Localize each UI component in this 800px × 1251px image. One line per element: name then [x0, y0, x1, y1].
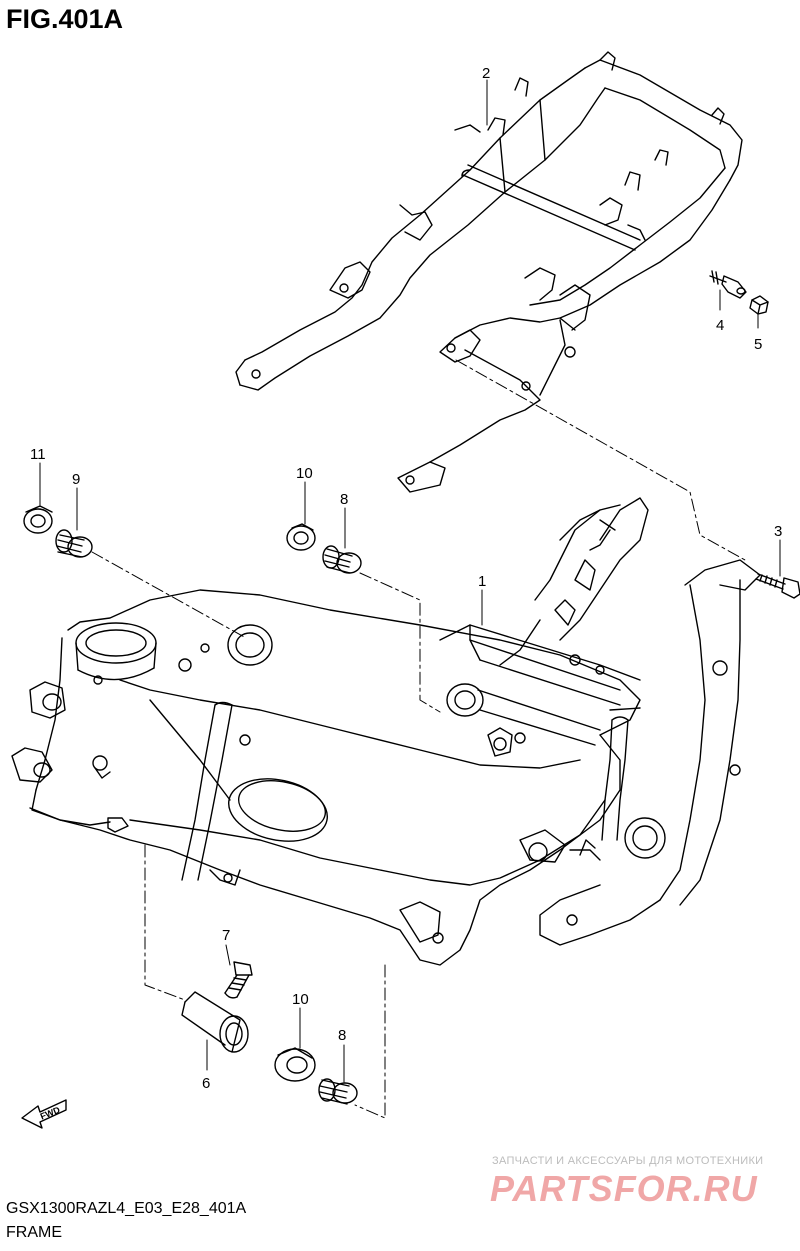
spring-collar-part-8-lower[interactable]: [318, 1078, 358, 1105]
spring-collar-part-9[interactable]: [55, 529, 93, 558]
callout-10-upper: 10: [296, 465, 313, 482]
callout-9: 9: [72, 471, 80, 488]
watermark-logo: PARTSFOR.RU: [490, 1168, 758, 1209]
callout-leaders: [39, 79, 781, 1083]
assembly-guide-lines: [91, 359, 746, 1119]
figure-title: FIG.401A: [6, 4, 124, 34]
nut-part-5[interactable]: [749, 295, 769, 315]
callout-7: 7: [222, 927, 230, 944]
fwd-arrow-icon: FWD: [21, 1099, 67, 1129]
callout-5: 5: [754, 336, 762, 353]
callout-11: 11: [30, 446, 46, 463]
main-frame-part-1[interactable]: [11, 497, 761, 966]
callout-1: 1: [478, 573, 486, 590]
screw-part-7[interactable]: [224, 961, 253, 999]
collar-part-11[interactable]: [23, 505, 53, 534]
spring-collar-part-8-upper[interactable]: [322, 545, 362, 574]
seat-rail-part-2[interactable]: [235, 51, 743, 493]
callout-6: 6: [202, 1075, 210, 1092]
callout-8-upper: 8: [340, 491, 348, 508]
callout-4: 4: [716, 317, 724, 334]
callout-10-lower: 10: [292, 991, 309, 1008]
diagram-caption: FRAME: [6, 1224, 62, 1241]
callout-8-lower: 8: [338, 1027, 346, 1044]
watermark-tagline: ЗАПЧАСТИ И АКСЕССУАРЫ ДЛЯ МОТОТЕХНИКИ: [492, 1155, 764, 1167]
callout-3: 3: [774, 523, 782, 540]
diagram-code: GSX1300RAZL4_E03_E28_401A: [6, 1200, 247, 1217]
fwd-arrow-label: FWD: [39, 1104, 62, 1121]
callout-2: 2: [482, 65, 490, 82]
collar-part-10-lower[interactable]: [274, 1047, 316, 1082]
collar-part-10-upper[interactable]: [286, 523, 316, 551]
bolt-part-4[interactable]: [709, 270, 747, 299]
spacer-part-6[interactable]: [181, 991, 249, 1053]
bolt-part-3[interactable]: [755, 573, 800, 599]
